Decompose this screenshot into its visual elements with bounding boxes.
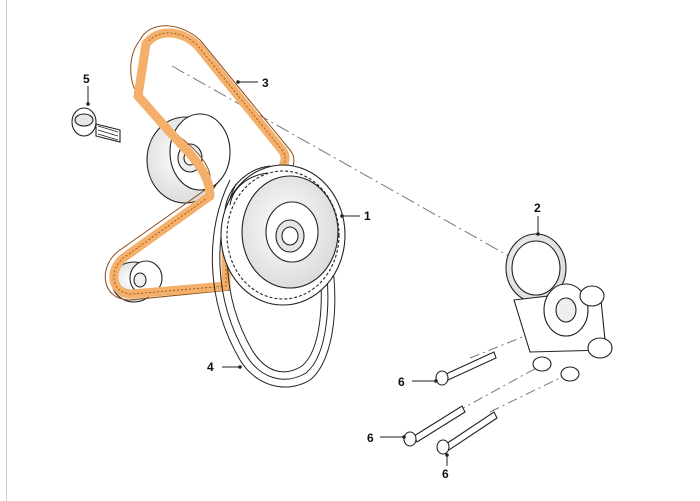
leader-lines [87, 81, 539, 466]
crankshaft-pulley [220, 164, 346, 306]
callout-lower-belt: 4 [207, 360, 214, 374]
page-edge-rule [6, 0, 7, 501]
bolt-alignment-line-lower [489, 371, 573, 413]
belt-tensioner [505, 233, 613, 382]
tensioner-bolt-middle [403, 405, 466, 447]
callout-tensioner-bolt-a: 6 [398, 375, 405, 389]
flange-bolt [71, 107, 121, 143]
centerline [171, 65, 531, 269]
callout-tensioner-bolt-b: 6 [367, 431, 374, 445]
callout-tensioner-bolt-c: 6 [442, 467, 449, 481]
tensioner-bolt-lower [436, 411, 498, 455]
bolt-alignment-line-middle [455, 365, 541, 413]
callout-flange-bolt: 5 [83, 72, 90, 86]
callout-upper-belt: 3 [262, 76, 269, 90]
leader-dots [86, 80, 540, 457]
callout-tensioner: 2 [534, 201, 541, 215]
callout-crankshaft-pulley: 1 [364, 209, 371, 223]
tensioner-bolt-upper [435, 351, 497, 386]
